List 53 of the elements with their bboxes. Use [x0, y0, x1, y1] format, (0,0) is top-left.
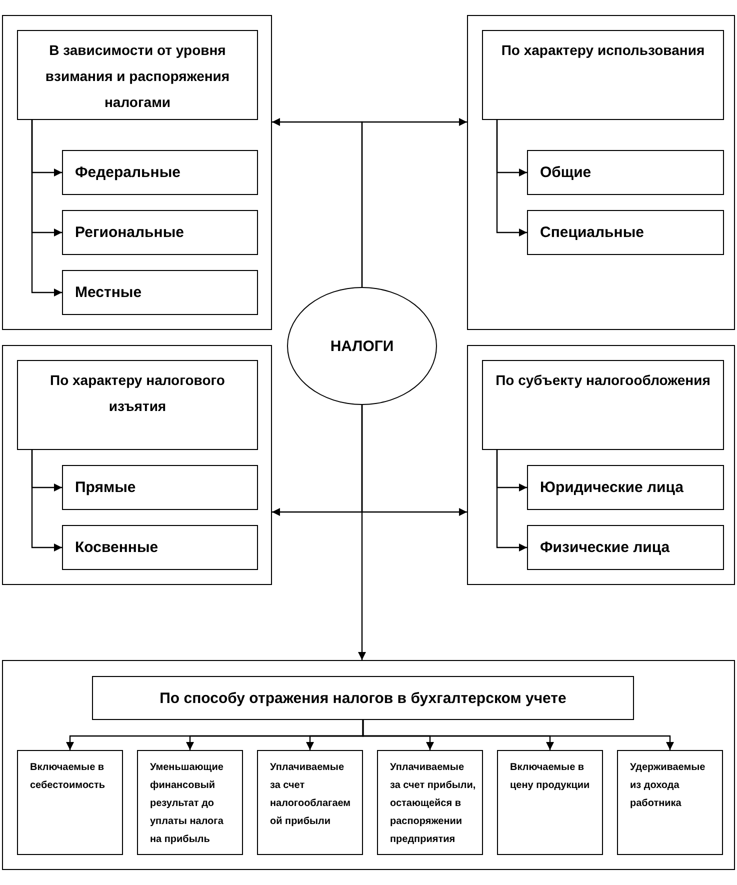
- node-label: Юридические лица: [540, 479, 684, 496]
- tax-type-box: [527, 210, 724, 255]
- node-label: Уплачиваемые за счет прибыли, остающейся в распоряжении предприятия: [390, 761, 476, 847]
- connector-arrow: [361, 118, 467, 287]
- tax-type-box: [17, 750, 123, 855]
- tax-type-box: [527, 465, 724, 510]
- tax-type-box: [497, 750, 603, 855]
- category-heading-box: [482, 30, 724, 120]
- connector-arrow: [31, 450, 62, 552]
- tax-type-box: [62, 465, 258, 510]
- tax-type-box: [377, 750, 483, 855]
- tax-type-box: [62, 525, 258, 570]
- node-label: В зависимости от уровня взимания и распоряжения налогами: [44, 41, 231, 112]
- group-panel: [2, 660, 735, 870]
- category-heading-box: [17, 30, 258, 120]
- connector-arrow: [362, 720, 674, 750]
- node-label: Косвенные: [75, 539, 158, 556]
- node-label: Региональные: [75, 224, 184, 241]
- node-label: Включаемые в цену продукции: [510, 761, 591, 793]
- node-label: По субъекту налогообложения: [496, 371, 710, 390]
- node-label: Физические лица: [540, 539, 670, 556]
- tax-type-box: [527, 525, 724, 570]
- node-label: Прямые: [75, 479, 136, 496]
- node-label: По характеру налогового изъятия: [49, 371, 226, 416]
- tax-type-box: [62, 150, 258, 195]
- node-label: Специальные: [540, 224, 644, 241]
- tax-type-box: [62, 210, 258, 255]
- category-heading-box: [92, 676, 634, 720]
- tax-type-box: [62, 270, 258, 315]
- group-panel: [467, 15, 735, 330]
- node-label: Общие: [540, 164, 592, 181]
- node-label: По способу отражения налогов в бухгалтерском учете: [160, 690, 566, 706]
- node-label: Уменьшающие финансовый результат до уплаты налога на прибыль: [150, 761, 224, 847]
- category-heading-box: [482, 360, 724, 450]
- connector-arrow: [31, 120, 62, 296]
- node-label: Федеральные: [75, 164, 180, 181]
- node-label: Включаемые в себестоимость: [30, 761, 106, 793]
- tax-type-box: [527, 150, 724, 195]
- tax-type-box: [617, 750, 723, 855]
- connector-arrow: [496, 120, 527, 236]
- connector-arrow: [496, 450, 527, 552]
- node-label: Местные: [75, 284, 142, 301]
- node-label: Уплачиваемые за счет налогооблагаемой прибыли: [270, 761, 352, 829]
- group-panel: [467, 345, 735, 585]
- group-panel: [2, 15, 272, 330]
- node-label: НАЛОГИ: [330, 338, 394, 354]
- connector-arrow: [358, 405, 366, 660]
- node-label: Удерживаемые из дохода работника: [630, 761, 706, 811]
- category-heading-box: [17, 360, 258, 450]
- node-label: По характеру использования: [501, 41, 705, 60]
- tax-type-box: [137, 750, 243, 855]
- tax-type-box: [257, 750, 363, 855]
- group-panel: [2, 345, 272, 585]
